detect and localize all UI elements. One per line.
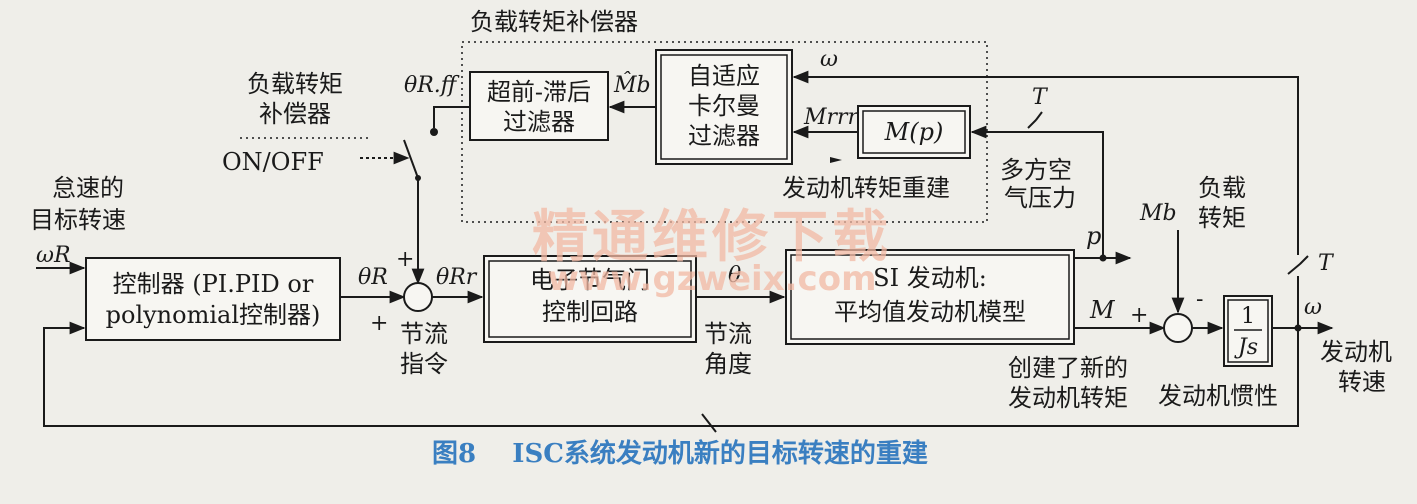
torque-recon-pointer xyxy=(830,157,842,163)
inertia-box-outer xyxy=(1223,295,1273,367)
idle-target-label-2: 目标转速 xyxy=(30,206,126,234)
t-right-label: T xyxy=(1318,251,1335,276)
engine-speed-label-1: 发动机 xyxy=(1320,338,1392,366)
switch-contact xyxy=(430,128,438,136)
inertia-denominator: Js xyxy=(1234,335,1258,360)
plus-sum2: + xyxy=(1130,303,1148,328)
mb-hat-label: M̂b xyxy=(613,72,651,98)
p-label: p xyxy=(1086,222,1101,250)
theta-rr-label: θRr xyxy=(436,265,478,290)
switch-blade xyxy=(403,139,419,179)
inertia-box-inner xyxy=(1227,299,1269,363)
omega-out-label: ω xyxy=(1304,295,1322,320)
on-off-label: ON/OFF xyxy=(222,148,324,176)
theta-r-ff-label: θR.ff xyxy=(404,73,460,98)
switch-label-1: 负载转矩 xyxy=(247,70,343,98)
manifold-label-2: 气压力 xyxy=(1004,184,1076,212)
throttle-angle-label-1: 节流 xyxy=(704,320,752,348)
lead-lag-filter-box xyxy=(469,71,609,141)
inertia-numerator: 1 xyxy=(1241,304,1255,329)
idle-target-label-1: 怠速的 xyxy=(52,174,124,202)
engine-speed-label-2: 转速 xyxy=(1338,368,1386,396)
feedback-break-mark xyxy=(701,413,717,433)
theta-label: θ xyxy=(728,263,741,288)
controller-box xyxy=(85,257,341,341)
watermark-url: www.gzweix.com xyxy=(547,259,876,299)
etc-box-inner xyxy=(488,260,692,338)
lead-lag-label-2: 过滤器 xyxy=(503,108,575,136)
kalman-label-2: 卡尔曼 xyxy=(688,92,760,120)
p-junction-dot xyxy=(1099,254,1107,262)
etc-label-1: 电子节气门 xyxy=(530,266,650,294)
torque-map-box-inner xyxy=(862,110,966,154)
omega-top-label: ω xyxy=(820,47,838,72)
si-engine-box-outer xyxy=(785,249,1075,345)
torque-recon-label: 发动机转矩重建 xyxy=(782,174,950,202)
new-torque-label-1: 创建了新的 xyxy=(1008,354,1128,382)
throttle-angle-label-2: 角度 xyxy=(704,350,752,378)
controller-label-1: 控制器 (PI.PID or xyxy=(113,270,314,298)
etc-label-2: 控制回路 xyxy=(542,298,638,326)
mb-label: Mb xyxy=(1139,201,1177,226)
kalman-filter-box-inner xyxy=(660,54,788,160)
engine-inertia-label: 发动机惯性 xyxy=(1158,382,1278,410)
controller-label-2: polynomial控制器) xyxy=(106,301,321,329)
plus-sum1-bottom: + xyxy=(370,311,388,336)
plus-sum1-top: + xyxy=(396,247,414,272)
kalman-label-1: 自适应 xyxy=(688,62,760,90)
omega-r-label: ωR xyxy=(36,243,71,268)
t-right-sampler xyxy=(1287,255,1309,275)
new-torque-label-2: 发动机转矩 xyxy=(1008,384,1128,412)
si-engine-label-2: 平均值发动机模型 xyxy=(834,298,1026,326)
throttle-cmd-label-1: 节流 xyxy=(400,320,448,348)
torque-map-label: M(p) xyxy=(884,118,944,146)
omega-feedback-line xyxy=(792,70,1299,255)
theta-r-label: θR xyxy=(358,265,388,290)
load-comp-frame xyxy=(461,41,988,223)
summing-junction-1 xyxy=(403,282,433,312)
manifold-label-1: 多方空 xyxy=(1000,156,1072,184)
si-engine-label-1: SI 发动机: xyxy=(873,264,987,292)
kalman-filter-box-outer xyxy=(655,49,793,165)
lead-lag-output-line xyxy=(433,106,470,128)
t-top-sampler xyxy=(1027,111,1043,129)
etc-box-outer xyxy=(483,255,697,343)
outer-feedback-line xyxy=(43,321,1299,427)
si-engine-box-inner xyxy=(790,254,1070,340)
m-rrr-label: Mrrr xyxy=(803,105,860,130)
watermark-text: 精通维修下载 xyxy=(532,205,892,270)
m-label: M xyxy=(1089,296,1116,324)
t-top-label: T xyxy=(1032,85,1049,110)
minus-sum2: - xyxy=(1196,287,1203,312)
load-comp-title: 负载转矩补偿器 xyxy=(470,8,638,36)
load-torque-label-1: 负载 xyxy=(1198,174,1246,202)
throttle-cmd-label-2: 指令 xyxy=(400,350,448,378)
kalman-label-3: 过滤器 xyxy=(688,122,760,150)
load-torque-label-2: 转矩 xyxy=(1198,204,1246,232)
summing-junction-2 xyxy=(1163,313,1193,343)
pressure-feedback-line xyxy=(970,125,1104,258)
figure-caption: 图8 ISC系统发动机新的目标转速的重建 xyxy=(432,438,928,469)
switch-label-2: 补偿器 xyxy=(259,100,331,128)
lead-lag-label-1: 超前-滞后 xyxy=(487,78,591,106)
